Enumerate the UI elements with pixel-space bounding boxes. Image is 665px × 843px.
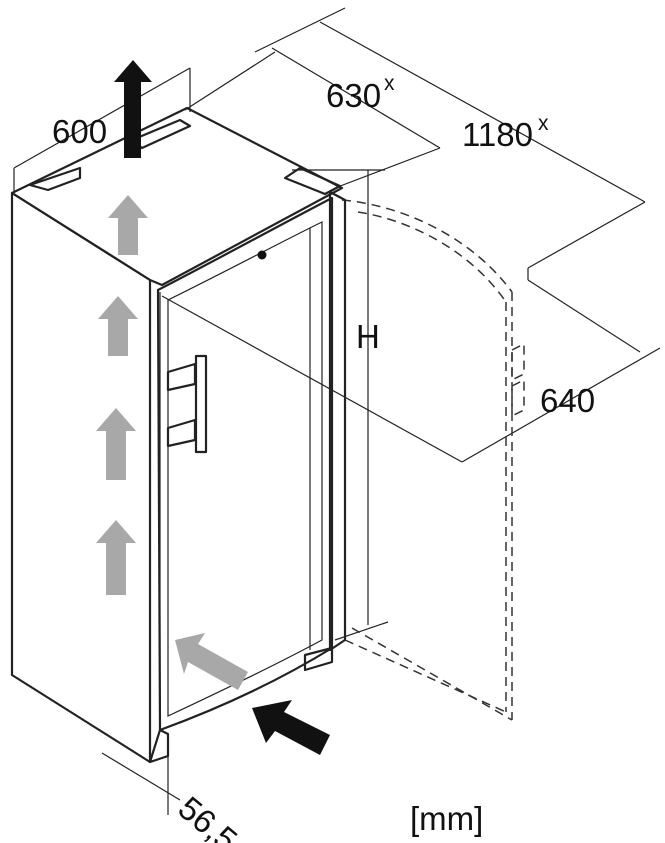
height-dimension-label: H [356, 318, 380, 355]
airflow-up-arrow-icon [96, 520, 136, 595]
width-dimension-label: 600 [52, 113, 107, 150]
exhaust-arrow-icon [114, 60, 152, 158]
door-open-depth-label: 1180 [462, 116, 533, 153]
airflow-intake-arrow-icon [175, 633, 248, 690]
depth-dimension-marker: x [384, 72, 395, 95]
fridge-door [156, 196, 334, 732]
intake-arrow-icon [252, 700, 330, 755]
airflow-up-arrow-icon [96, 408, 136, 480]
airflow-arrows [96, 195, 248, 690]
unit-label: [mm] [410, 800, 483, 837]
top-hinge [283, 166, 342, 196]
fridge-cabinet [10, 106, 347, 764]
door-swing-dimension-label: 640 [540, 382, 595, 419]
door-lock [257, 250, 267, 260]
cabinet-top-panel [10, 106, 344, 287]
airflow-up-arrow-icon [98, 296, 138, 356]
depth-dimension-label: 630 [326, 77, 381, 114]
side-clearance-label: 56,5 [172, 789, 245, 843]
cabinet-side-panel [10, 191, 152, 764]
door-handle [166, 354, 208, 454]
open-door-outline [341, 199, 525, 721]
airflow-up-arrow-icon [108, 195, 148, 255]
door-open-depth-marker: x [538, 112, 549, 135]
